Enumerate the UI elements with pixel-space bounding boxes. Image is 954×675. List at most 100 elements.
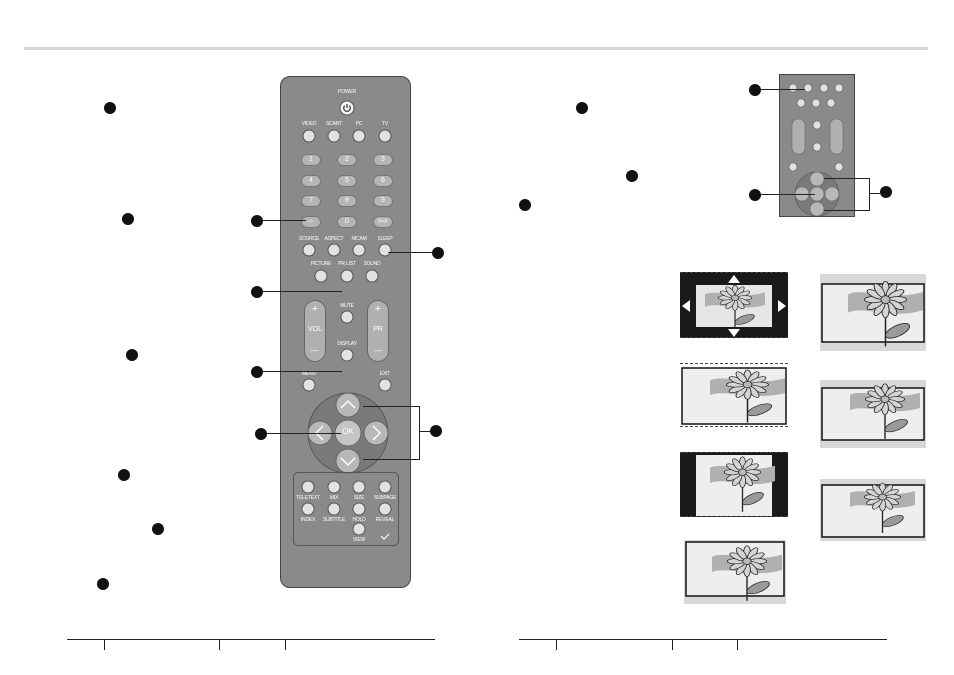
display-label: DISPLAY	[337, 341, 357, 347]
scart-button[interactable]	[327, 129, 341, 143]
marker-dot	[251, 215, 263, 227]
size-label: SIZE	[353, 495, 365, 501]
down-arrow-icon	[340, 457, 356, 467]
subtitle-label: SUBTITLE	[322, 517, 346, 523]
view-button[interactable]	[352, 522, 366, 536]
left-arrow-icon	[682, 300, 690, 312]
number-button-7[interactable]: 7	[301, 195, 321, 207]
marker-dot	[749, 189, 761, 201]
exit-label: EXIT	[379, 371, 391, 377]
number-button-2[interactable]: 2	[337, 154, 357, 166]
marker-dot	[122, 213, 134, 225]
sleep-button[interactable]	[378, 243, 392, 257]
subpage-button[interactable]	[378, 480, 392, 494]
number-button-4[interactable]: 4	[301, 175, 321, 187]
index-label: INDEX	[300, 517, 316, 523]
sound-label: SOUND	[363, 261, 381, 267]
exit-button[interactable]	[378, 378, 392, 392]
marker-dot	[576, 102, 588, 114]
picture-button[interactable]	[314, 269, 328, 283]
right-arrow-icon	[778, 300, 786, 312]
size-button[interactable]	[352, 480, 366, 494]
mute-button[interactable]	[340, 310, 354, 324]
subtitle-button[interactable]	[327, 502, 341, 516]
number-button-0[interactable]: 0	[337, 216, 357, 228]
number-button-8[interactable]: 8	[337, 195, 357, 207]
aspect-label: ASPECT	[324, 236, 344, 242]
marker-dot	[104, 102, 116, 114]
aspect-wide-screen	[680, 363, 788, 427]
picture-label: PICTURE	[310, 261, 332, 267]
power-button[interactable]	[339, 100, 355, 116]
remote-detail	[779, 74, 855, 217]
nicam-button[interactable]	[352, 243, 366, 257]
power-label: POWER	[338, 89, 356, 95]
marker-dot	[749, 84, 761, 96]
tv-label: TV	[382, 121, 388, 127]
aspect-zoom-screen	[680, 272, 788, 338]
teletext-label: TELETEXT	[296, 495, 320, 501]
pc-label: PC	[355, 121, 363, 127]
hold-label: HOLD	[352, 517, 366, 523]
aspect-cinema-screen	[820, 380, 926, 448]
reveal-button[interactable]	[378, 502, 392, 516]
marker-dot	[626, 170, 638, 182]
number-button-1[interactable]: 1	[301, 154, 321, 166]
marker-dot	[432, 247, 444, 259]
top-rule	[24, 47, 928, 50]
source-label: SOURCE	[298, 236, 320, 242]
remote-control: POWER VIDEO SCART PC TV 1 2 3 4 5 6 7 8 …	[280, 76, 411, 588]
mix-label: MIX	[329, 495, 339, 501]
pc-button[interactable]	[352, 129, 366, 143]
marker-dot	[118, 469, 130, 481]
previous-program-button[interactable]: P<P	[373, 216, 393, 228]
menu-button[interactable]	[302, 378, 316, 392]
sleep-label: SLEEP	[377, 236, 393, 242]
number-button-9[interactable]: 9	[373, 195, 393, 207]
view-label: VIEW	[353, 537, 365, 543]
tv-button[interactable]	[378, 129, 392, 143]
mute-label: MUTE	[340, 303, 354, 309]
menu-label: MENU	[302, 371, 316, 377]
right-arrow-icon	[372, 425, 382, 441]
digit-toggle-button[interactable]: -/--	[301, 216, 321, 228]
program-rocker[interactable]: + PR —	[367, 300, 389, 362]
pr-label: PR	[373, 326, 383, 333]
marker-dot	[152, 523, 164, 535]
aspect-full-screen	[820, 274, 926, 351]
teletext-button[interactable]	[301, 480, 315, 494]
marker-dot	[519, 199, 531, 211]
power-icon	[343, 104, 351, 112]
mix-button[interactable]	[327, 480, 341, 494]
number-button-6[interactable]: 6	[373, 175, 393, 187]
marker-dot	[97, 578, 109, 590]
marker-dot	[430, 425, 442, 437]
aspect-button[interactable]	[327, 243, 341, 257]
sound-button[interactable]	[365, 269, 379, 283]
footer-rule-left	[67, 639, 435, 640]
aspect-subtitle-screen	[820, 479, 926, 541]
aspect-4x3-screen	[680, 452, 788, 517]
marker-dot	[255, 428, 267, 440]
volume-rocker[interactable]: + VOL —	[304, 300, 326, 362]
hold-button[interactable]	[352, 502, 366, 516]
marker-dot	[251, 286, 263, 298]
ok-button[interactable]: OK	[342, 427, 354, 436]
number-button-5[interactable]: 5	[337, 175, 357, 187]
footer-rule-right	[519, 639, 887, 640]
source-button[interactable]	[302, 243, 316, 257]
marker-dot	[126, 349, 138, 361]
pr-list-label: PR LIST	[338, 261, 356, 267]
video-button[interactable]	[302, 129, 316, 143]
down-arrow-icon	[728, 329, 740, 337]
up-arrow-icon	[728, 275, 740, 283]
marker-dot	[880, 186, 892, 198]
number-button-3[interactable]: 3	[373, 154, 393, 166]
vol-label: VOL	[307, 326, 322, 333]
subpage-label: SUBPAGE	[373, 495, 397, 501]
display-button[interactable]	[340, 348, 354, 362]
teletext-panel	[293, 472, 399, 546]
index-button[interactable]	[301, 502, 315, 516]
pr-list-button[interactable]	[340, 269, 354, 283]
scart-label: SCART	[326, 121, 342, 127]
